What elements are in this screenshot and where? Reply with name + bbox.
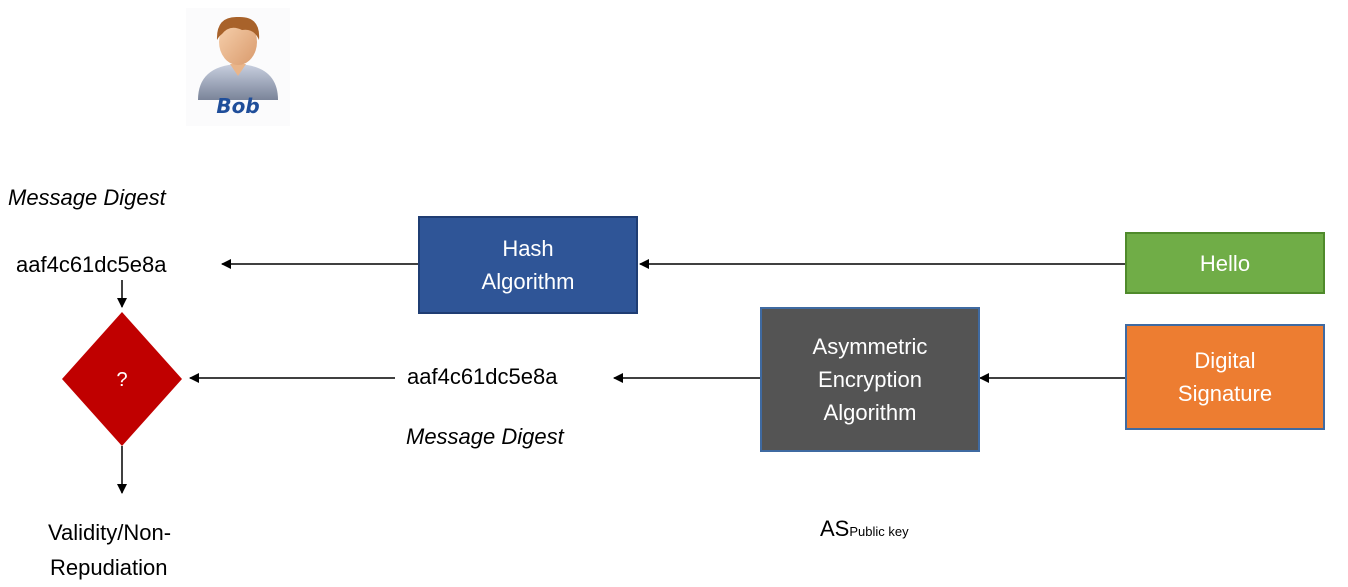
bob-avatar: Bob bbox=[186, 8, 290, 126]
hash-algorithm-box: Hash Algorithm bbox=[418, 216, 638, 314]
asymmetric-encryption-box: Asymmetric Encryption Algorithm bbox=[760, 307, 980, 452]
decision-diamond bbox=[62, 312, 182, 446]
asym-box-line-1: Asymmetric bbox=[812, 334, 928, 359]
actor-name: Bob bbox=[216, 94, 260, 118]
hash-box-line-1: Hash bbox=[502, 236, 554, 261]
public-key-label: ASPublic key bbox=[820, 516, 909, 542]
signature-box-line-1: Digital bbox=[1194, 348, 1256, 373]
asym-box-line-3: Algorithm bbox=[823, 400, 917, 425]
digest-value-mid: aaf4c61dc5e8a bbox=[407, 364, 558, 389]
person-icon bbox=[198, 16, 278, 100]
hello-box-line-1: Hello bbox=[1199, 250, 1251, 276]
public-key-sub: Public key bbox=[849, 524, 909, 539]
signature-box-line-2: Signature bbox=[1177, 381, 1273, 406]
hash-box-line-2: Algorithm bbox=[481, 269, 575, 294]
hello-message-box: Hello bbox=[1125, 232, 1325, 294]
public-key-main: AS bbox=[820, 516, 850, 541]
asym-box-line-2: Encryption bbox=[818, 367, 922, 392]
digital-signature-box: Digital Signature bbox=[1125, 324, 1325, 430]
digest-value-top: aaf4c61dc5e8a bbox=[16, 252, 167, 277]
digest-title-top: Message Digest bbox=[8, 185, 166, 210]
result-line-2: Repudiation bbox=[50, 555, 168, 580]
digest-title-mid: Message Digest bbox=[406, 424, 564, 449]
result-line-1: Validity/Non- bbox=[48, 520, 172, 545]
decision-mark: ? bbox=[116, 369, 127, 391]
